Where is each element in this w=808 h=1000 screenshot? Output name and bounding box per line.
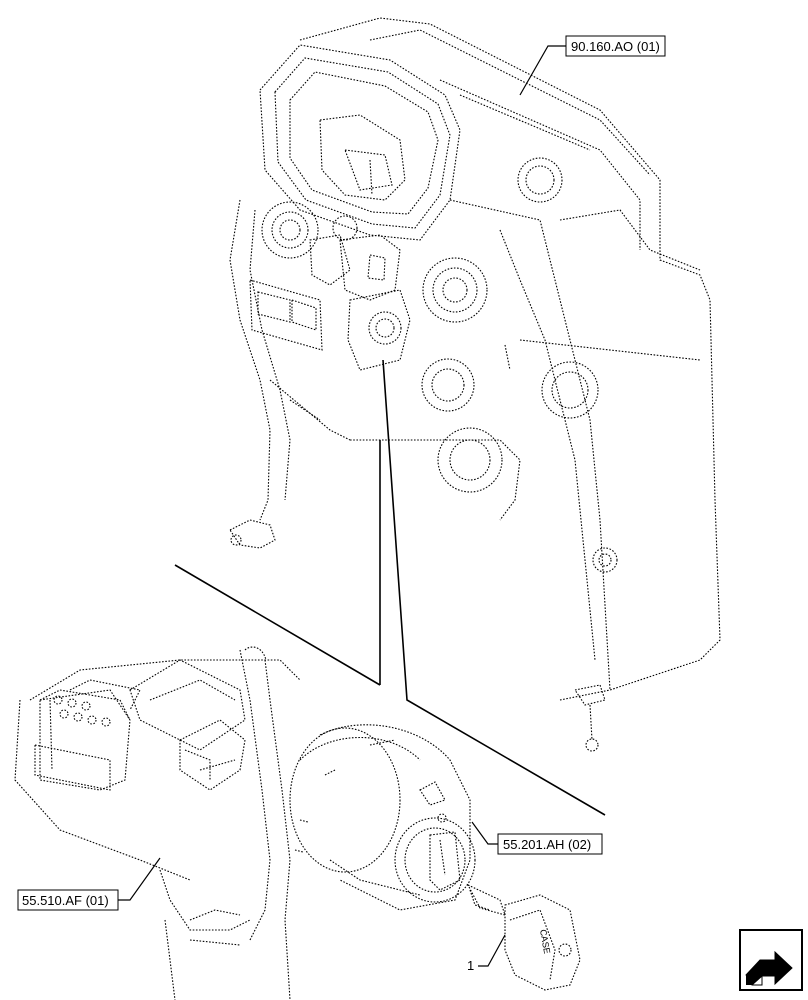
callout-top-ref[interactable]: 90.160.AO (01) [565,35,666,57]
leader-harness-ref [118,857,161,901]
leader-part-number [478,934,506,967]
separator-line-left [174,564,381,686]
leader-top-ref [519,45,566,96]
key-brand-text: CASE [538,929,552,955]
callout-switch-ref[interactable]: 55.201.AH (02) [497,833,603,855]
callout-switch-ref-label: 55.201.AH (02) [503,837,591,852]
ignition-key: CASE [466,883,581,991]
callout-harness-ref[interactable]: 55.510.AF (01) [17,889,119,911]
callout-harness-ref-label: 55.510.AF (01) [22,893,109,908]
ignition-switch [289,724,476,911]
leader-switch-ref [471,821,498,845]
next-page-arrow-icon[interactable] [739,929,803,991]
callout-top-ref-label: 90.160.AO (01) [571,39,660,54]
part-number-label: 1 [467,958,474,973]
harness-assembly [14,646,301,1000]
separator-line-right [382,359,606,816]
dashboard-console [229,17,721,752]
